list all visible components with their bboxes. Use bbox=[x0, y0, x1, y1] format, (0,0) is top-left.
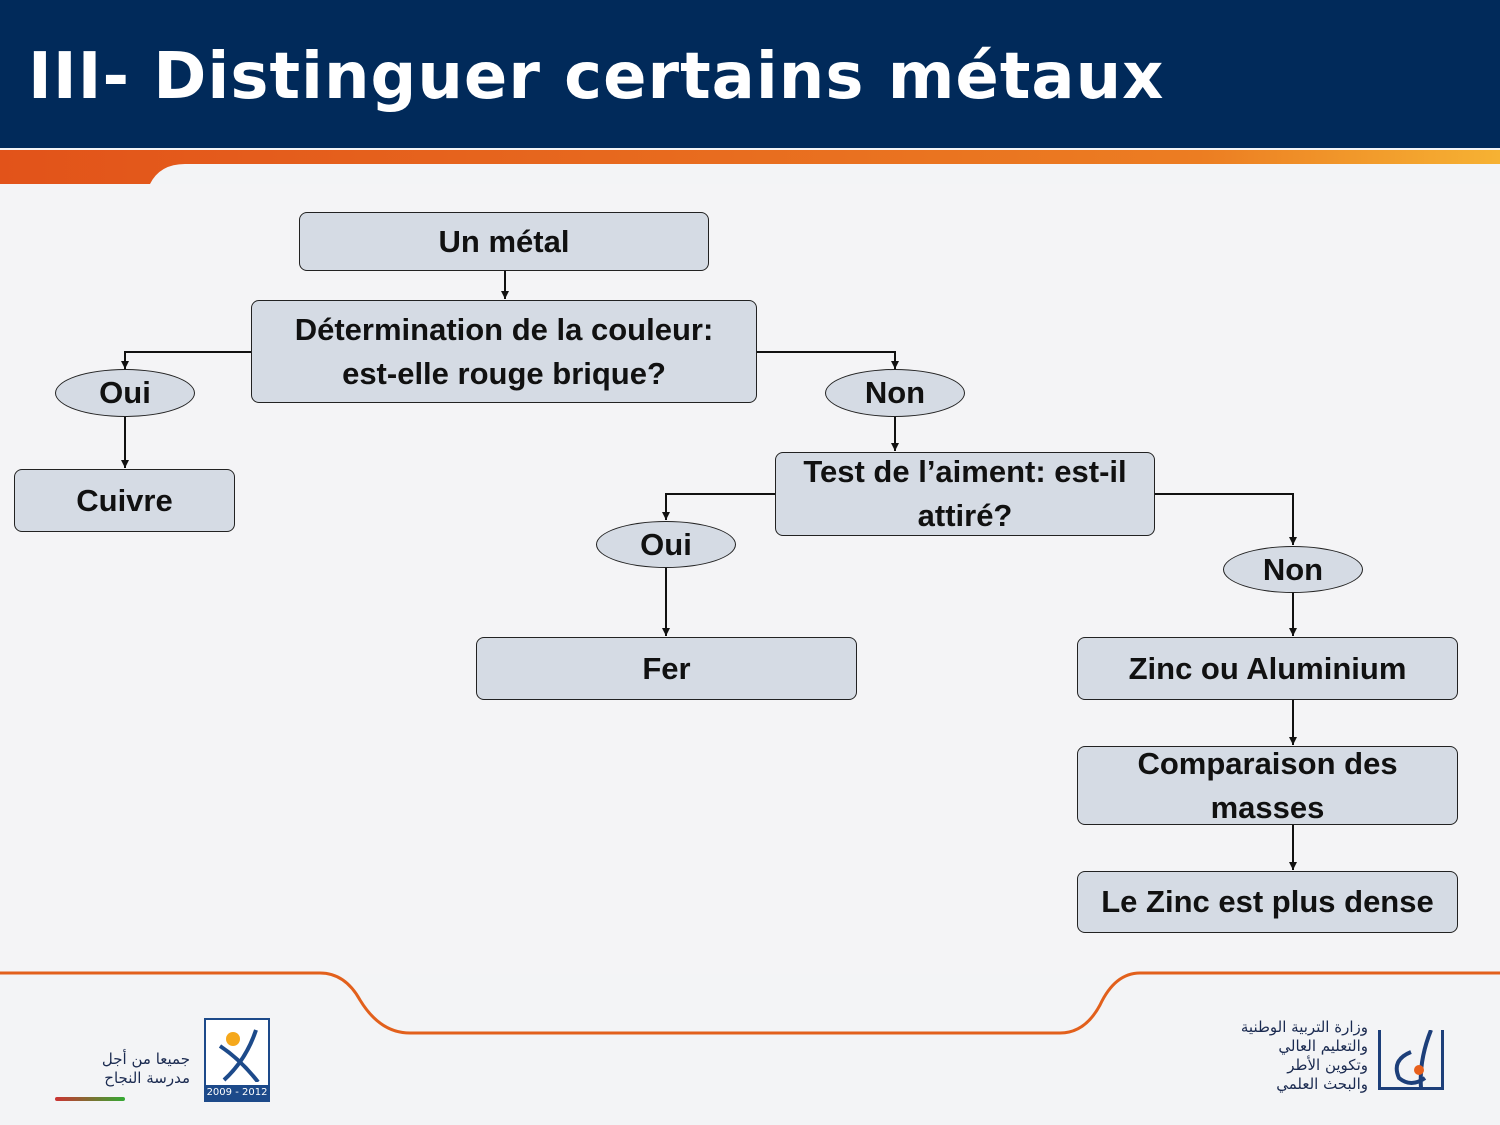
node-zinc-dense: Le Zinc est plus dense bbox=[1077, 871, 1458, 933]
node-comparaison: Comparaison des masses bbox=[1077, 746, 1458, 825]
ministry-text: والتعليم العالي bbox=[1278, 1037, 1368, 1055]
node-cuivre: Cuivre bbox=[14, 469, 235, 532]
orange-stripe bbox=[0, 150, 1500, 184]
node-fer: Fer bbox=[476, 637, 857, 700]
emblem-2009-2012: 2009 - 2012 bbox=[204, 1018, 270, 1102]
slide-header: III- Distinguer certains métaux bbox=[0, 0, 1500, 148]
label-oui-color: Oui bbox=[55, 369, 195, 417]
node-color-question: Détermination de la couleur: est-elle ro… bbox=[251, 300, 757, 403]
node-zinc-aluminium: Zinc ou Aluminium bbox=[1077, 637, 1458, 700]
node-un-metal: Un métal bbox=[299, 212, 709, 271]
flag-swoosh bbox=[55, 1097, 125, 1101]
label-non-color: Non bbox=[825, 369, 965, 417]
logo-text: جميعا من أجل bbox=[101, 1050, 190, 1068]
ministry-emblem bbox=[1378, 1030, 1444, 1090]
logo-years: 2009 - 2012 bbox=[206, 1085, 268, 1100]
label-oui-magnet: Oui bbox=[596, 521, 736, 568]
slide-title: III- Distinguer certains métaux bbox=[28, 40, 1165, 114]
logo-text: مدرسة النجاح bbox=[104, 1069, 190, 1087]
ministry-text: والبحث العلمي bbox=[1276, 1075, 1368, 1093]
ministry-text: وتكوين الأطر bbox=[1287, 1056, 1368, 1074]
node-magnet-question: Test de l’aiment: est-il attiré? bbox=[775, 452, 1155, 536]
label-non-magnet: Non bbox=[1223, 546, 1363, 593]
ministry-text: وزارة التربية الوطنية bbox=[1240, 1018, 1368, 1036]
